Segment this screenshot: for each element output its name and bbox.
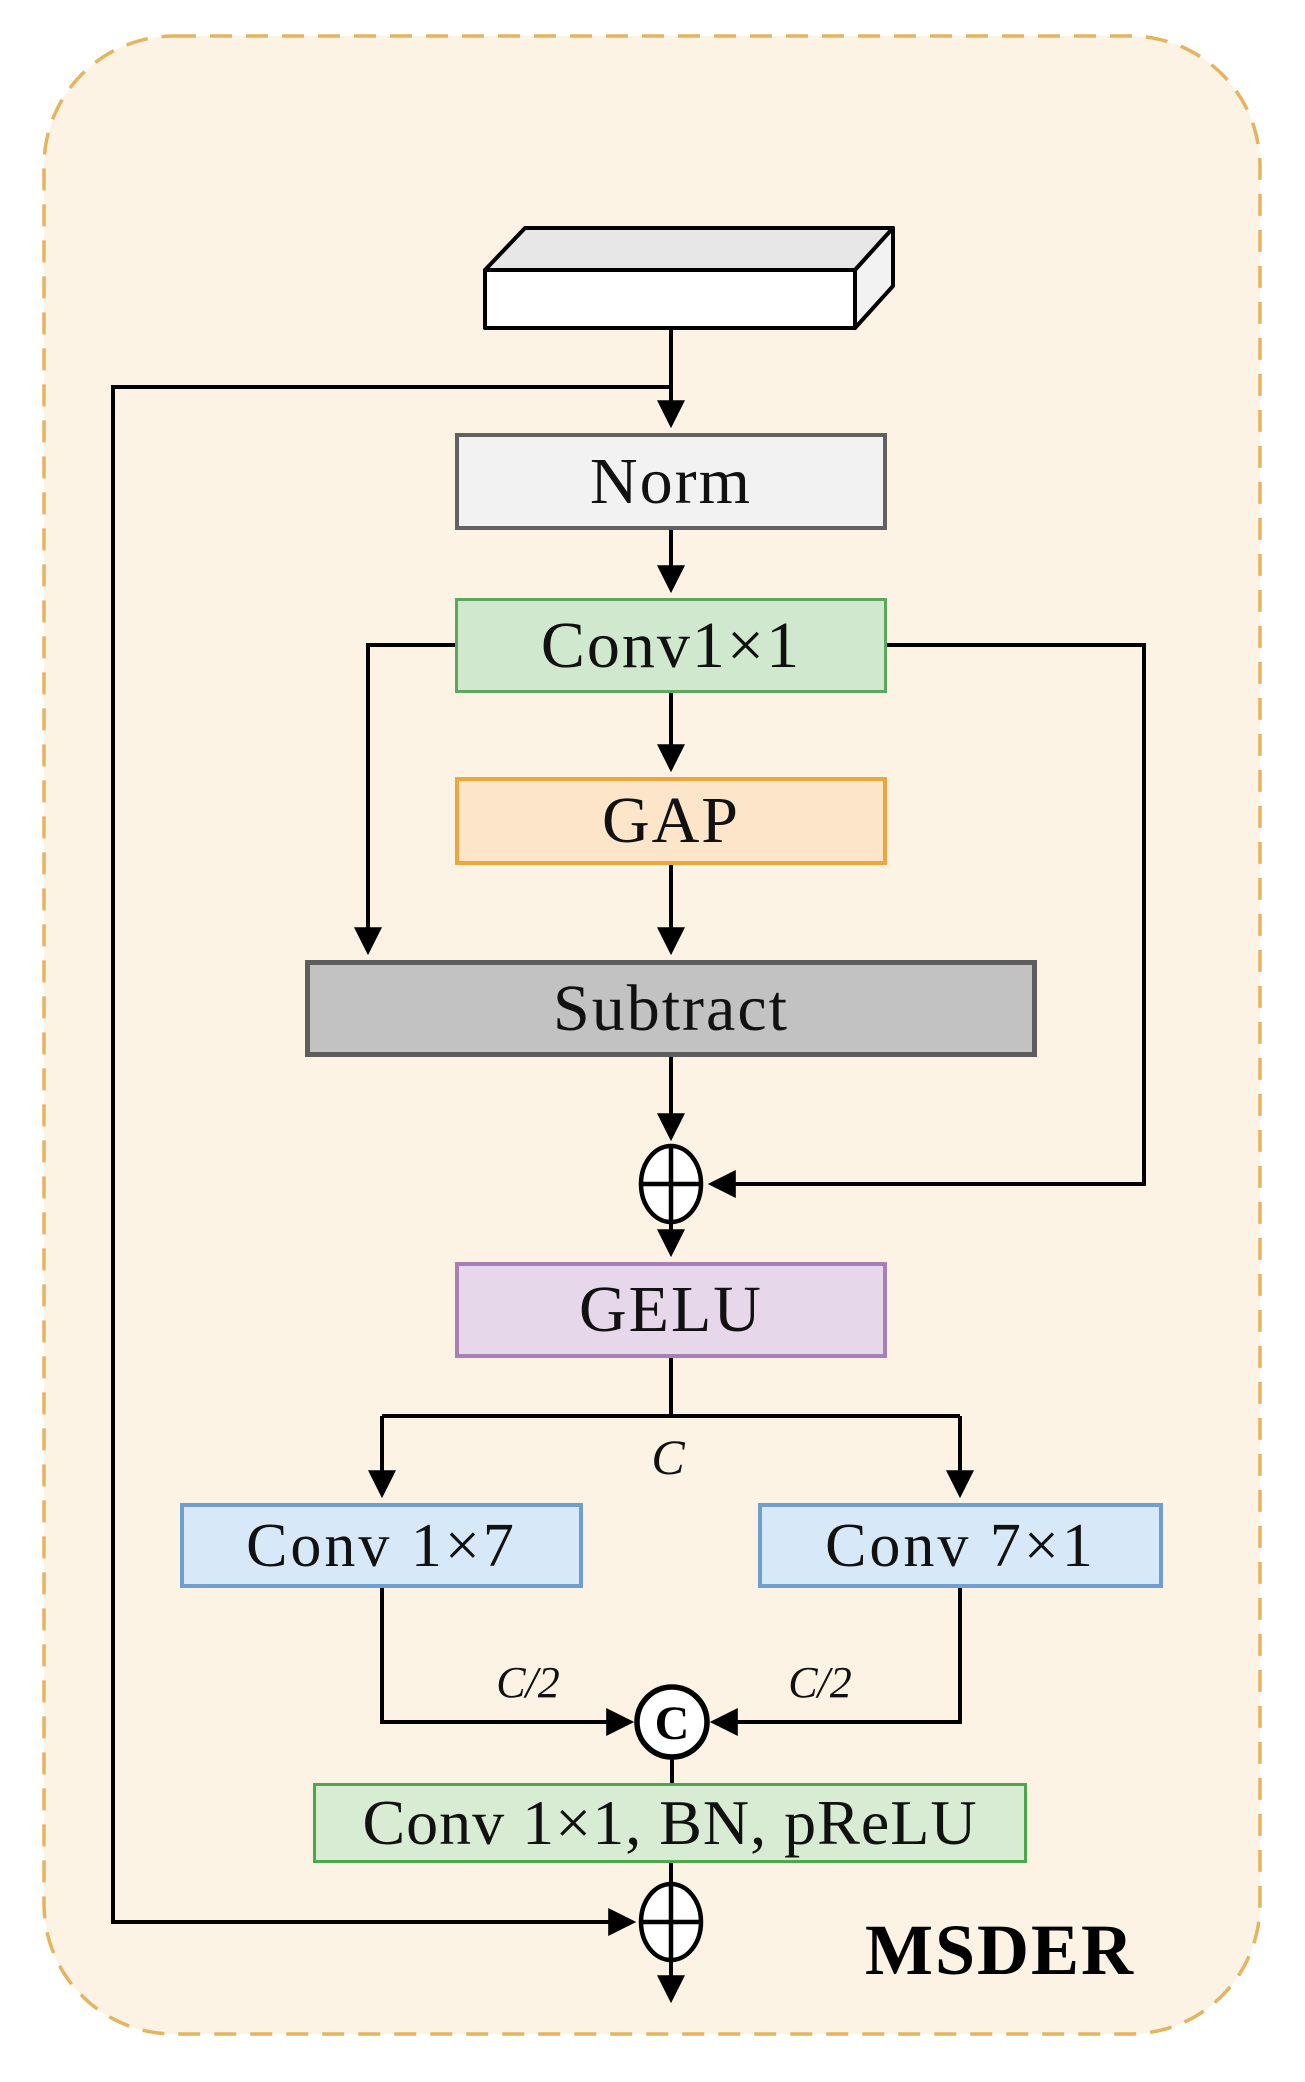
node-norm: Norm (455, 433, 887, 530)
edge-conv7x1-concat (709, 1588, 962, 1736)
edge-residual-skip (111, 385, 671, 1936)
node-conv1x7: Conv 1×7 (180, 1503, 583, 1588)
node-subtract: Subtract (305, 960, 1037, 1057)
node-gap: GAP (455, 777, 887, 865)
channels-half-left-label: C/2 (496, 1658, 560, 1707)
input-tensor-icon (483, 226, 895, 330)
channels-half-right-label: C/2 (788, 1658, 852, 1707)
node-conv-bn-prelu: Conv 1×1, BN, pReLU (313, 1783, 1027, 1863)
node-conv7x1: Conv 7×1 (758, 1503, 1163, 1588)
add-icon (638, 1881, 704, 1963)
channels-label: C (651, 1429, 685, 1485)
edge-conv-add (707, 643, 1146, 1198)
edge-conv-subtract (354, 643, 455, 956)
node-gelu: GELU (455, 1262, 887, 1358)
concat-glyph: C (655, 1697, 690, 1750)
block-title: MSDER (864, 1909, 1135, 1990)
wires (111, 328, 1146, 2004)
concat-icon: C (634, 1684, 710, 1760)
node-conv1x1: Conv1×1 (455, 598, 887, 693)
add-icon (638, 1143, 704, 1225)
edge-conv1x7-concat (380, 1588, 635, 1736)
